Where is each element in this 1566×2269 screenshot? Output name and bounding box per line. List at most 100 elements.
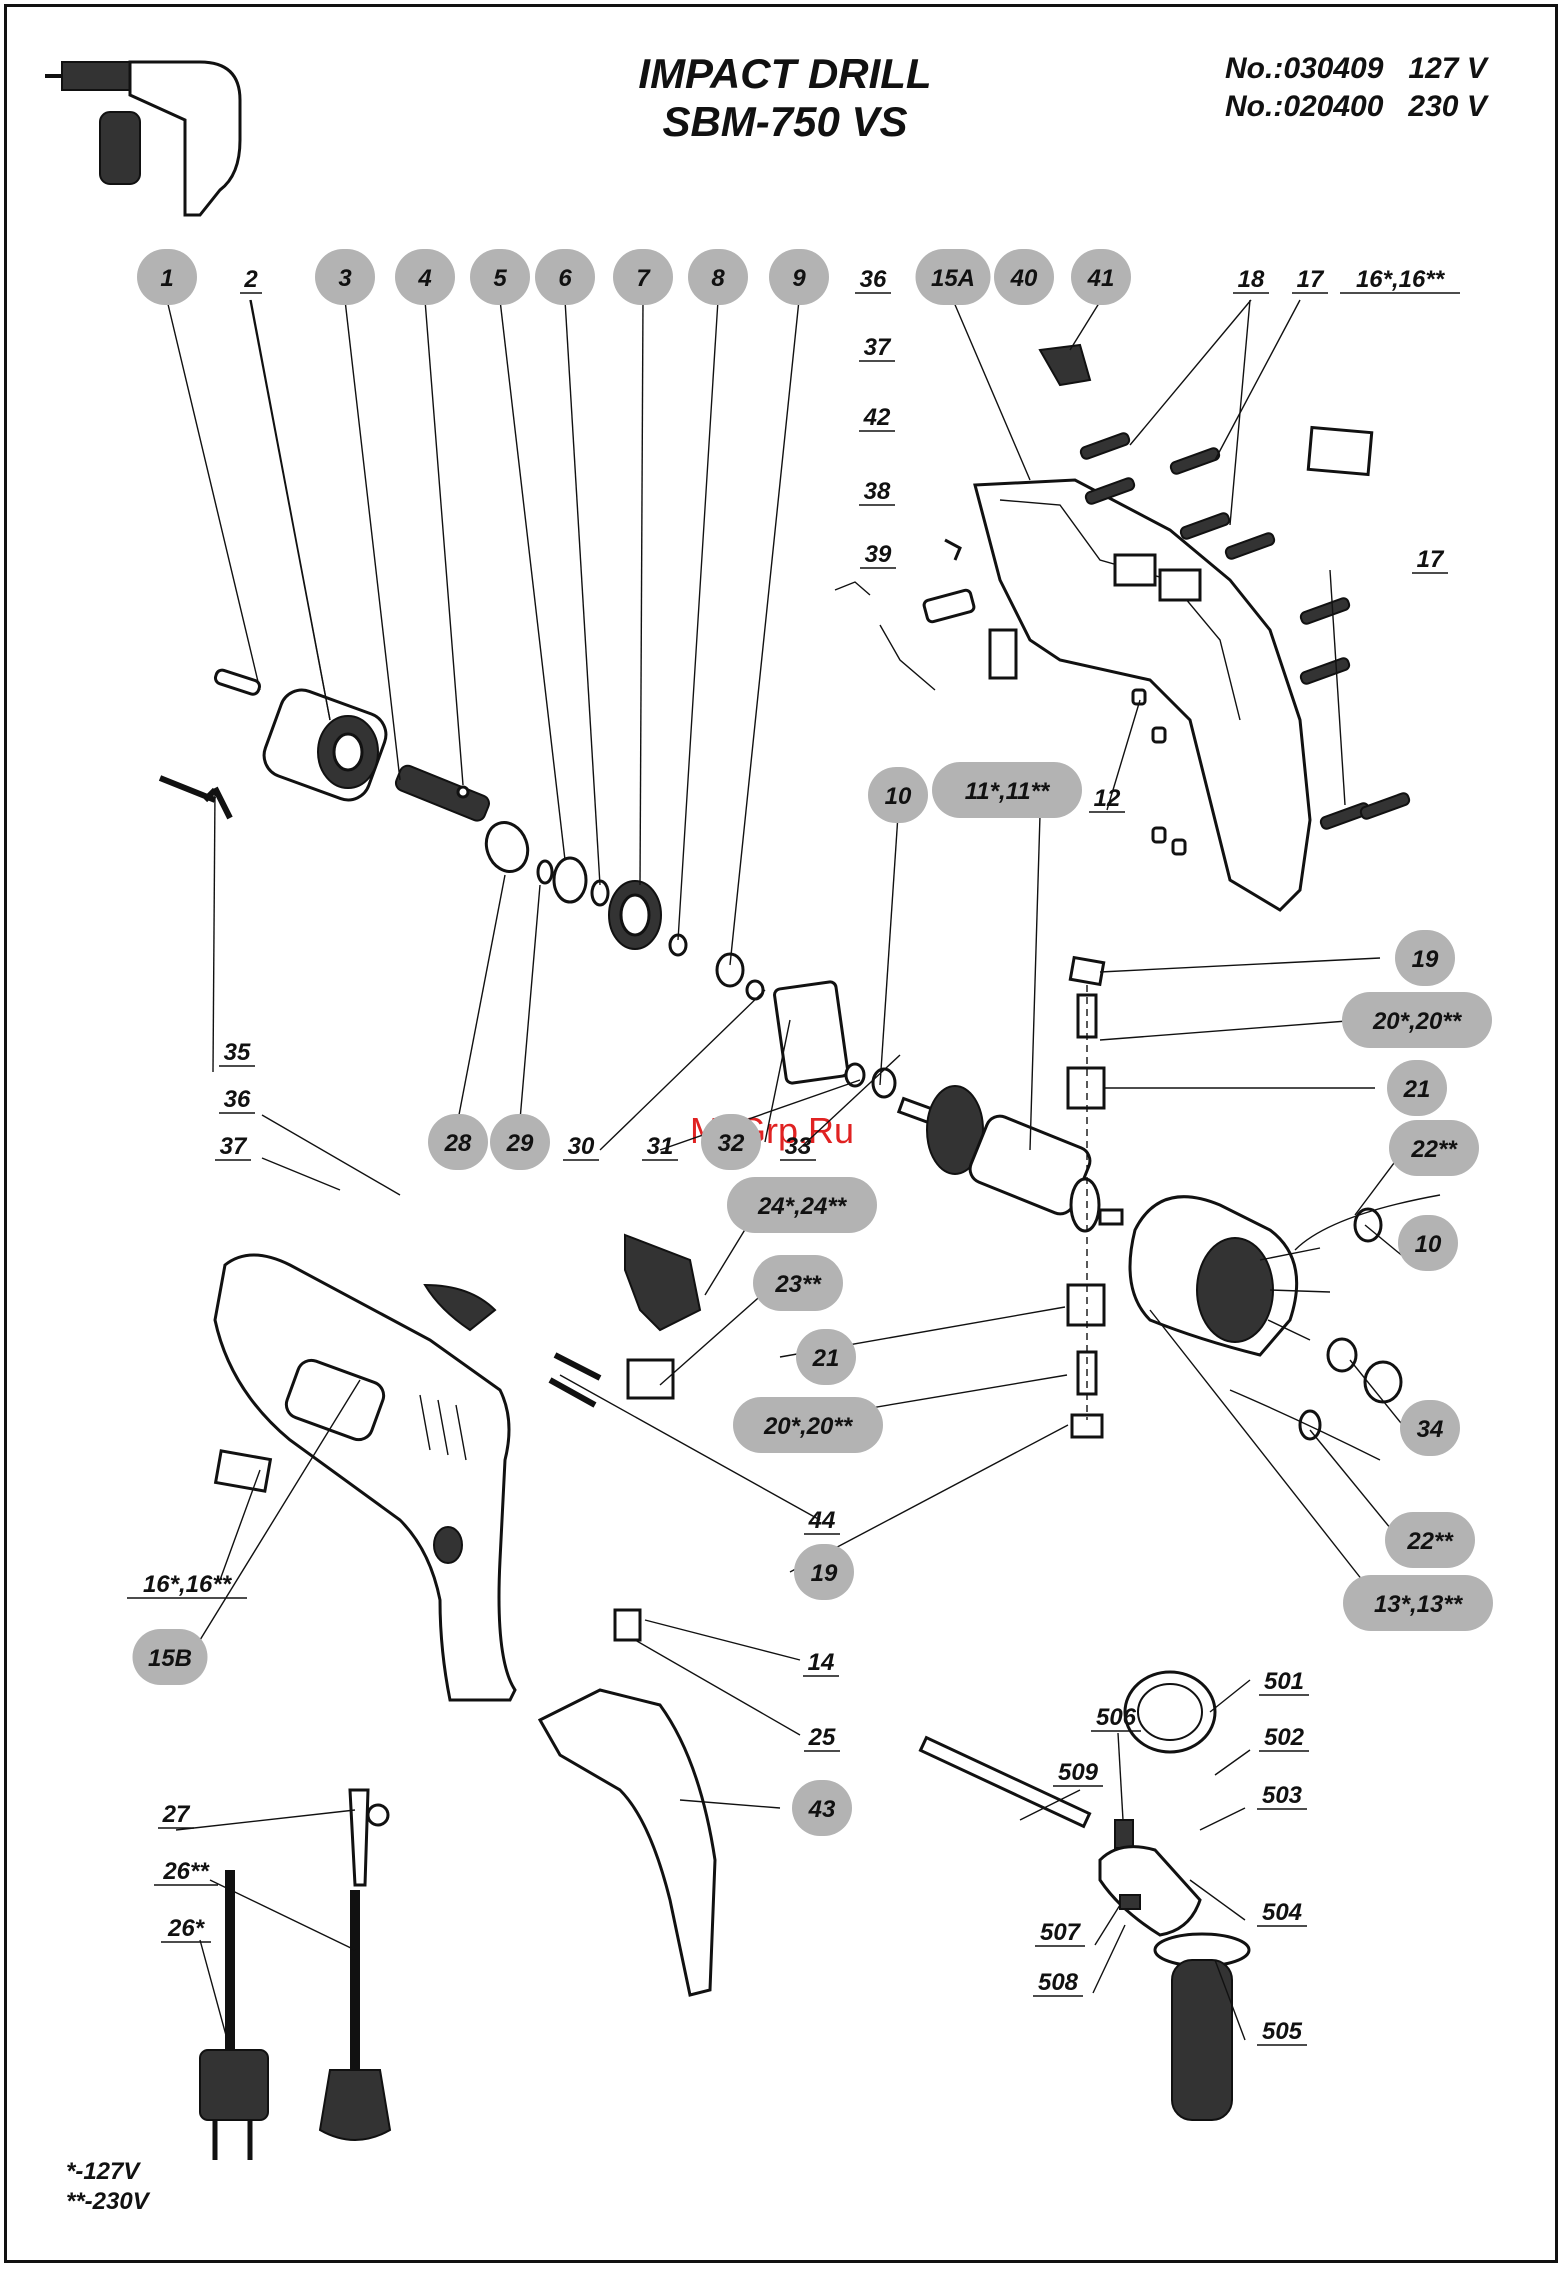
callout-bubble-label: 8 [711, 265, 725, 292]
leader-line [639, 299, 644, 886]
callout-label: 508 [1038, 1969, 1079, 1996]
callout-label: 36 [860, 266, 887, 293]
callout-label: 42 [863, 404, 891, 431]
leader-line [219, 1469, 261, 1581]
callout-bubble-shape [792, 1780, 852, 1836]
callout-bubble-shape [868, 767, 928, 823]
leader-line [1129, 299, 1252, 446]
callout-bubble: 40 [994, 249, 1054, 305]
callout-bubble: 6 [535, 249, 595, 305]
drill-thumbnail-illustration [45, 60, 242, 217]
callout-bubble-shape [796, 1329, 856, 1385]
leader-line [1214, 1749, 1251, 1776]
callout-bubble-label: 9 [792, 265, 806, 292]
callout-bubble: 23** [753, 1255, 843, 1311]
callout-label: 2 [243, 266, 258, 293]
callout-bubble-shape [915, 249, 991, 305]
callout-bubble: 7 [613, 249, 673, 305]
callout-bubble: 10 [1398, 1215, 1458, 1271]
callout-label: 16*,16** [1356, 266, 1446, 293]
callout-bubble-label: 6 [558, 265, 572, 292]
callout-label: 30 [568, 1133, 595, 1160]
leader-line [199, 1379, 361, 1641]
callout-bubble: 4 [395, 249, 455, 305]
leader-line [166, 299, 261, 691]
callout-label: 26* [167, 1915, 206, 1942]
callout-bubble-shape [701, 1114, 761, 1170]
callout-bubble-shape [769, 249, 829, 305]
callout-bubble-label: 15A [931, 265, 975, 292]
leader-line [644, 1619, 801, 1661]
leader-line [1349, 1359, 1406, 1429]
callout-bubble-shape [1387, 1060, 1447, 1116]
callout-bubble-label: 1 [160, 265, 173, 292]
callout-label: 27 [162, 1801, 191, 1828]
leader-line [1106, 699, 1141, 811]
callout-bubble-label: 11*,11** [965, 778, 1051, 805]
callout-label: 36 [224, 1086, 251, 1113]
callout-bubble: 34 [1400, 1400, 1460, 1456]
callout-bubble: 11*,11** [932, 762, 1082, 818]
leader-line [677, 299, 719, 941]
callout-bubble-shape [613, 249, 673, 305]
leader-line [199, 1939, 231, 2051]
callout-bubble-shape [132, 1629, 208, 1685]
callout-label: 501 [1264, 1668, 1304, 1695]
leader-line [1214, 1959, 1246, 2041]
callout-label: 502 [1264, 1724, 1305, 1751]
callout-bubble: 20*,20** [1342, 992, 1492, 1048]
leader-line [1214, 299, 1301, 461]
callout-bubble-shape [753, 1255, 843, 1311]
housing-screws-drawing [1079, 432, 1411, 856]
callout-bubble-label: 19 [811, 1560, 838, 1587]
callout-bubble: 32 [701, 1114, 761, 1170]
leader-line [457, 874, 506, 1121]
leader-line [519, 884, 541, 1121]
leader-line [250, 299, 331, 721]
callout-label: 505 [1262, 2018, 1303, 2045]
callout-bubble: 13*,13** [1343, 1575, 1493, 1631]
callout-bubble: 22** [1385, 1512, 1475, 1568]
callout-label: 25 [808, 1724, 836, 1751]
callout-bubble-label: 41 [1087, 265, 1115, 292]
callout-bubble-shape [733, 1397, 883, 1453]
callout-bubble-label: 5 [493, 265, 507, 292]
callout-label: 44 [808, 1507, 836, 1534]
switch-drawing [548, 1233, 702, 1408]
callout-label: 39 [865, 541, 892, 568]
callout-bubble-shape [395, 249, 455, 305]
callout-bubble-shape [932, 762, 1082, 818]
callout-bubble-label: 21 [1403, 1076, 1431, 1103]
callout-bubble-label: 32 [718, 1130, 745, 1157]
callout-bubble: 19 [1395, 930, 1455, 986]
callout-bubble: 43 [792, 1780, 852, 1836]
callout-bubble-shape [1389, 1120, 1479, 1176]
model-number-127v: No.:030409 127 V [1225, 52, 1487, 85]
callout-bubble: 21 [1387, 1060, 1447, 1116]
leader-line [679, 1799, 781, 1809]
callout-bubble-label: 4 [417, 265, 431, 292]
callout-bubble-shape [1071, 249, 1131, 305]
callout-label: 38 [864, 478, 891, 505]
leader-line [1019, 1789, 1081, 1821]
callout-bubble: 24*,24** [727, 1177, 877, 1233]
voltage-legend-230v: **-230V [66, 2188, 149, 2215]
leader-line [1149, 1309, 1371, 1591]
leader-line [261, 1157, 341, 1191]
callout-label: 504 [1262, 1899, 1302, 1926]
leader-line [1094, 1904, 1121, 1946]
callout-bubble-shape [727, 1177, 877, 1233]
callout-bubble-shape [1400, 1400, 1460, 1456]
handle-bracket-drawing [537, 1608, 717, 1997]
motor-assembly-drawing [896, 1085, 1441, 1461]
callout-bubble-shape [794, 1544, 854, 1600]
callout-bubble: 10 [868, 767, 928, 823]
leader-line [559, 1374, 821, 1521]
callout-bubble-label: 21 [812, 1345, 840, 1372]
leader-line [952, 299, 1031, 481]
leader-line [175, 1809, 356, 1831]
callout-bubble-shape [315, 249, 375, 305]
sheet-border [4, 4, 1558, 2263]
